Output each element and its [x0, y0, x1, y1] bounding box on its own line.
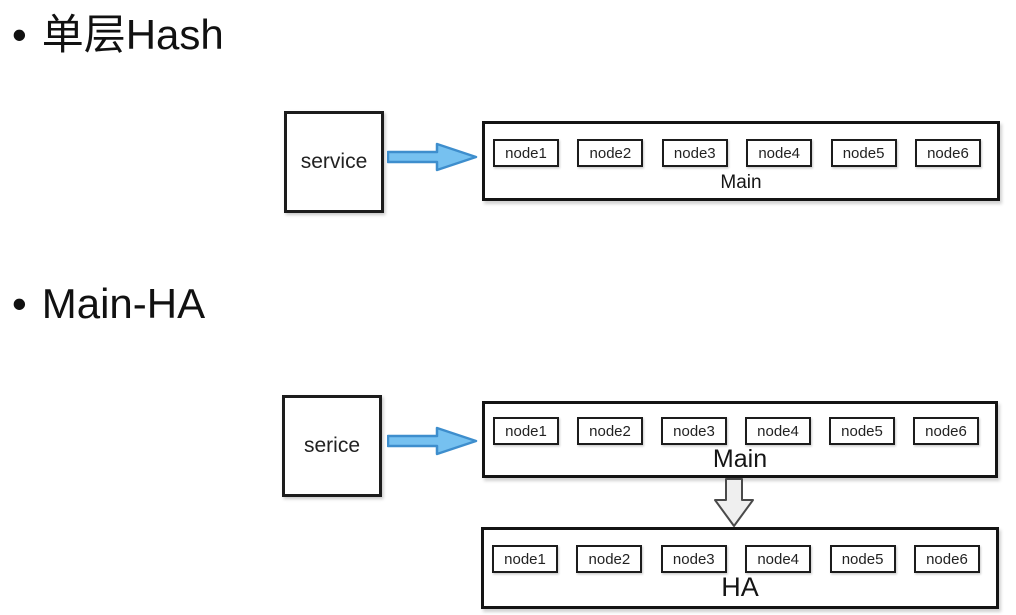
node-box: node4 — [745, 417, 811, 445]
bullet-point: • — [12, 11, 27, 58]
node-box: node3 — [661, 417, 727, 445]
node-box: node2 — [577, 417, 643, 445]
node-box: node1 — [493, 139, 559, 167]
node-box: node3 — [661, 139, 728, 167]
cluster-label-main: Main — [712, 445, 768, 473]
cluster-label-main: Main — [720, 172, 762, 193]
node-box: node6 — [914, 139, 981, 167]
serice-box: serice — [282, 395, 382, 497]
node-box: node5 — [830, 139, 897, 167]
right-arrow-icon — [387, 142, 478, 172]
node-box: node3 — [660, 545, 727, 573]
service-box: service — [284, 111, 384, 213]
cluster-label-ha: HA — [721, 572, 759, 602]
node-row: node1 node2 node3 node4 node5 node6 — [492, 545, 980, 573]
node-row: node1 node2 node3 node4 node5 node6 — [493, 139, 981, 167]
node-box: node4 — [746, 139, 813, 167]
main-cluster-ha-top: node1 node2 node3 node4 node5 node6 Main — [482, 401, 998, 478]
node-box: node2 — [577, 139, 644, 167]
section-heading-main-ha: • Main-HA — [12, 279, 205, 329]
ha-cluster: node1 node2 node3 node4 node5 node6 HA — [481, 527, 999, 609]
node-box: node2 — [576, 545, 643, 573]
node-row: node1 node2 node3 node4 node5 node6 — [493, 417, 979, 445]
node-box: node4 — [745, 545, 812, 573]
node-box: node6 — [913, 417, 979, 445]
down-arrow-icon — [714, 478, 754, 527]
node-box: node5 — [829, 417, 895, 445]
section-heading-hash-label: 单层Hash — [41, 11, 224, 58]
node-box: node5 — [829, 545, 896, 573]
section-heading-main-ha-label: Main-HA — [41, 280, 206, 327]
right-arrow-icon — [387, 426, 478, 456]
node-box: node1 — [492, 545, 558, 573]
section-heading-hash: • 单层Hash — [12, 10, 224, 60]
node-box: node6 — [913, 545, 980, 573]
bullet-point: • — [12, 280, 27, 327]
main-cluster-hash: node1 node2 node3 node4 node5 node6 Main — [482, 121, 1000, 201]
node-box: node1 — [493, 417, 559, 445]
